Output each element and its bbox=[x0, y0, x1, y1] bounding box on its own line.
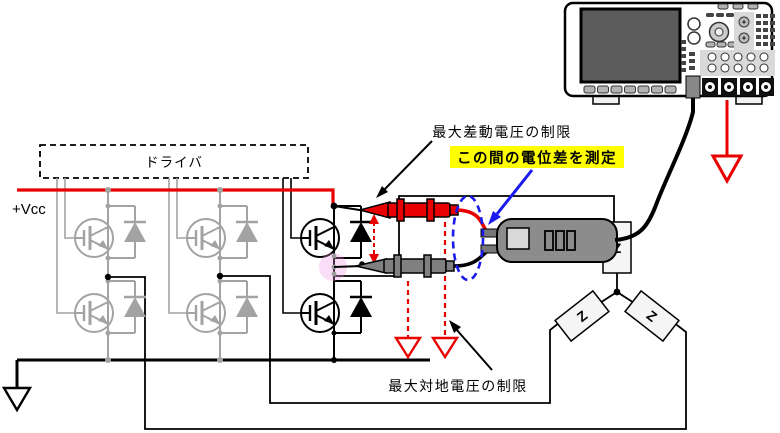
driver-label: ドライバ bbox=[145, 155, 203, 170]
oscilloscope bbox=[563, 1, 775, 105]
scope-bnc-connectors bbox=[702, 78, 774, 96]
diode-icon bbox=[106, 204, 148, 260]
load-z-left: Z bbox=[554, 289, 610, 343]
diode-icon bbox=[218, 204, 260, 260]
scope-ground-arrow bbox=[710, 100, 744, 185]
ground-icon bbox=[1, 386, 33, 413]
annotation-ground-limit: 最大対地電圧の制限 bbox=[388, 320, 528, 394]
scope-cable-port bbox=[685, 75, 701, 99]
scope-softkeys bbox=[583, 85, 677, 94]
driver-box: ドライバ bbox=[39, 144, 309, 179]
load-z-right: Z bbox=[624, 289, 680, 343]
diode-icon bbox=[218, 279, 260, 335]
black-arrow-icon bbox=[376, 186, 388, 198]
blue-arrow-icon bbox=[488, 169, 534, 225]
annotation-diff-limit: 最大差動電圧の制限 bbox=[376, 124, 572, 198]
scope-knob-icon bbox=[687, 17, 701, 31]
ground-ref-arrows bbox=[393, 222, 460, 360]
igbt-leg-1 bbox=[73, 190, 148, 360]
igbt-leg-3 bbox=[299, 204, 374, 360]
phase-wire-leg2 bbox=[220, 275, 575, 404]
scope-cable bbox=[614, 98, 695, 242]
diode-icon bbox=[332, 204, 374, 260]
node-dots bbox=[331, 253, 337, 277]
svg-text:最大対地電圧の制限: 最大対地電圧の制限 bbox=[388, 378, 528, 394]
blue-measure-ellipse bbox=[451, 194, 485, 282]
diode-icon bbox=[106, 279, 148, 335]
scope-screen bbox=[579, 7, 682, 84]
phase-wire-leg3 bbox=[334, 195, 615, 277]
phase-wire-leg1 bbox=[108, 276, 687, 430]
negative-bus bbox=[1, 358, 430, 413]
red-ground-arrow-icon bbox=[393, 336, 423, 360]
black-arrow-icon bbox=[449, 320, 461, 333]
junction-dots bbox=[104, 203, 337, 363]
amp-button bbox=[506, 227, 530, 250]
svg-text:この間の電位差を測定: この間の電位差を測定 bbox=[457, 149, 617, 167]
probe-amp bbox=[480, 218, 618, 263]
probe-black bbox=[355, 254, 455, 278]
svg-text:最大差動電圧の制限: 最大差動電圧の制限 bbox=[432, 124, 572, 140]
red-ground-arrow-icon bbox=[430, 336, 460, 360]
gate-lines-black bbox=[282, 178, 301, 314]
diff-voltage-arrow bbox=[369, 214, 379, 264]
scope-knob-icon bbox=[687, 31, 701, 45]
red-ground-arrow-icon bbox=[710, 154, 744, 185]
scope-controls bbox=[681, 3, 775, 76]
diode-icon bbox=[332, 279, 374, 335]
vcc-rail: +Vcc bbox=[12, 187, 335, 218]
vcc-label: +Vcc bbox=[12, 201, 46, 218]
annotation-measure: この間の電位差を測定 bbox=[450, 146, 624, 168]
gate-lines-gray bbox=[56, 178, 187, 314]
probe-red bbox=[357, 198, 459, 222]
